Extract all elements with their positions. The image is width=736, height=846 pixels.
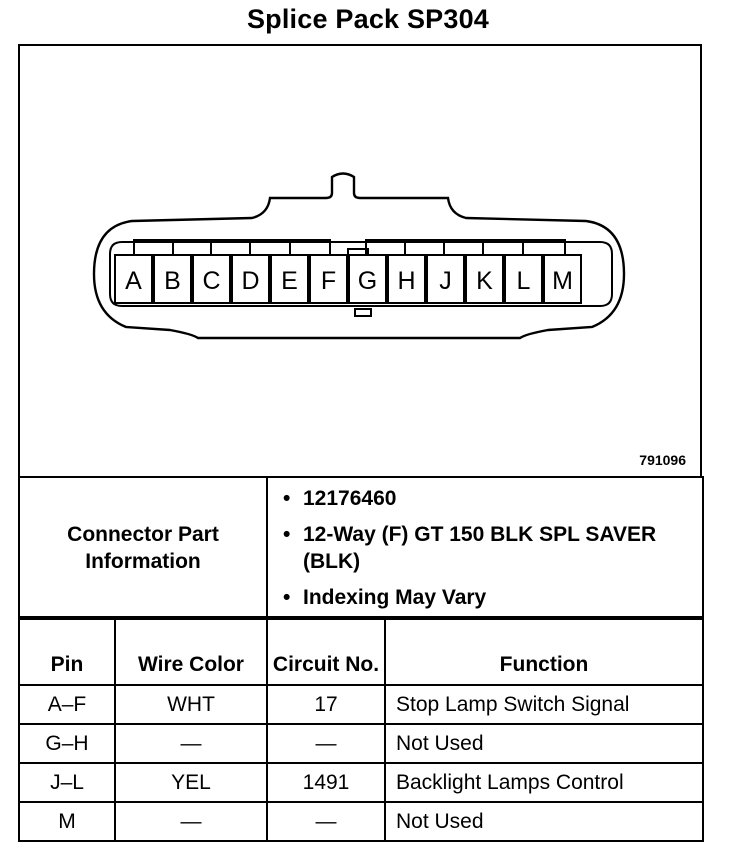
connector-info-table: Connector Part Information 12176460 12-W… [18, 476, 704, 620]
wire-color-cell: WHT [114, 684, 268, 725]
connector-info-list: 12176460 12-Way (F) GT 150 BLK SPL SAVER… [269, 479, 701, 617]
circuit-no-cell: — [266, 801, 386, 842]
pin-function-table: Pin Wire Color Circuit No. Function A–F … [18, 616, 704, 842]
pin-cavity-h [387, 254, 426, 304]
pin-cell: A–F [18, 684, 116, 725]
pin-label-j: J [439, 267, 452, 295]
pin-label-m: M [552, 267, 573, 295]
function-cell: Backlight Lamps Control [384, 762, 704, 803]
pin-cell: M [18, 801, 116, 842]
pin-cavity-f [309, 254, 348, 304]
wire-color-cell: — [114, 723, 268, 764]
wire-color-cell: YEL [114, 762, 268, 803]
pin-label-l: L [517, 267, 531, 295]
pin-cavity-j [426, 254, 465, 304]
pin-label-f: F [321, 267, 336, 295]
connector-info-label: Connector Part Information [18, 476, 268, 620]
header-function: Function [384, 616, 704, 686]
connector-info-details: 12176460 12-Way (F) GT 150 BLK SPL SAVER… [266, 476, 704, 620]
splice-bus-right [365, 239, 566, 255]
pin-cavity-a [114, 254, 153, 304]
connector-description: 12-Way (F) GT 150 BLK SPL SAVER (BLK) [283, 521, 701, 575]
splice-bus-middle [347, 248, 369, 255]
indexing-note: Indexing May Vary [283, 584, 701, 611]
index-key [354, 308, 372, 317]
header-circuit-no: Circuit No. [266, 616, 386, 686]
header-wire-color: Wire Color [114, 616, 268, 686]
pin-label-e: E [281, 267, 298, 295]
pin-cavity-m [543, 254, 582, 304]
table-row: M — — Not Used [18, 801, 704, 842]
wire-color-cell: — [114, 801, 268, 842]
pin-label-k: K [476, 267, 493, 295]
circuit-no-cell: 1491 [266, 762, 386, 803]
header-pin: Pin [18, 616, 116, 686]
connector-cavity-outline [109, 241, 613, 307]
function-cell: Not Used [384, 723, 704, 764]
pin-cavity-c [192, 254, 231, 304]
pin-cavity-d [231, 254, 270, 304]
pin-label-c: C [202, 267, 220, 295]
pin-cavity-k [465, 254, 504, 304]
table-row: A–F WHT 17 Stop Lamp Switch Signal [18, 684, 704, 725]
circuit-no-cell: 17 [266, 684, 386, 725]
splice-bus-left [133, 239, 331, 255]
pin-label-d: D [241, 267, 259, 295]
connector-housing-outline [92, 172, 626, 340]
part-number: 12176460 [283, 485, 701, 512]
function-cell: Not Used [384, 801, 704, 842]
function-cell: Stop Lamp Switch Signal [384, 684, 704, 725]
pin-label-b: B [164, 267, 181, 295]
table-row: J–L YEL 1491 Backlight Lamps Control [18, 762, 704, 803]
pin-cell: J–L [18, 762, 116, 803]
table-header-row: Pin Wire Color Circuit No. Function [18, 616, 704, 686]
pin-cavity-b [153, 254, 192, 304]
pin-cell: G–H [18, 723, 116, 764]
table-row: G–H — — Not Used [18, 723, 704, 764]
pin-cavity-e [270, 254, 309, 304]
figure-number: 791096 [639, 452, 686, 468]
pin-cavity-l [504, 254, 543, 304]
circuit-no-cell: — [266, 723, 386, 764]
pin-label-a: A [125, 267, 142, 295]
pin-label-h: H [397, 267, 415, 295]
connector-info-row: Connector Part Information 12176460 12-W… [18, 476, 704, 620]
pin-label-g: G [358, 267, 377, 295]
pin-cavity-g [348, 254, 387, 304]
page-title: Splice Pack SP304 [246, 4, 490, 34]
